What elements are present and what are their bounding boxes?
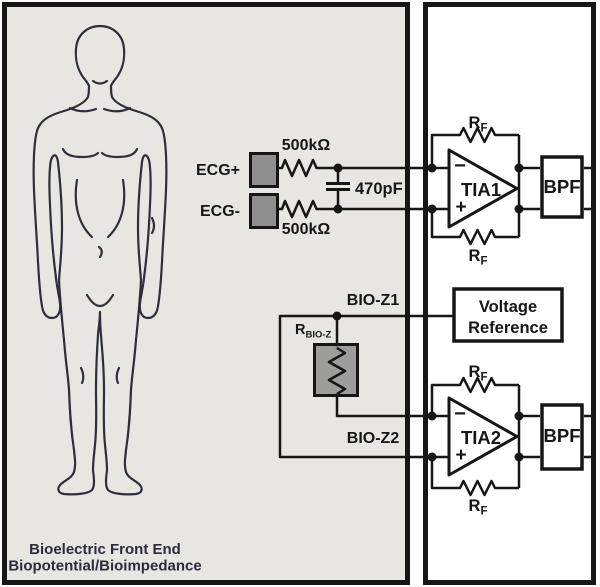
tia1-feedback-top [430,126,519,168]
rbioz-label-sub: BIO-Z [305,330,331,341]
junction-dot [427,452,437,462]
rf-label-main: R [469,247,481,265]
series-resistor-top-label: 500kΩ [282,137,331,154]
junction-dot [427,204,437,214]
tia2-noninverting-input-sign: + [455,445,466,466]
tia2-feedback-bottom [430,457,519,497]
rf-label-sub: F [480,123,487,135]
bpf2-label: BPF [544,425,581,446]
series-resistor-bottom-label: 500kΩ [282,221,331,238]
bpf1-label: BPF [544,176,581,197]
tia2-inverting-input-sign: − [454,403,466,425]
tia2-rf-top-label: RF [469,363,488,384]
body-panel [2,2,410,585]
rf-label-main: R [469,363,481,381]
title-line1: Bioelectric Front End [29,541,181,558]
tia1-channel: RF RF − + TIA1 BPF [427,114,593,268]
rf-label-sub: F [480,372,487,384]
junction-dot [514,452,524,462]
ecg-input-network: ECG+ ECG- 500kΩ 500kΩ 470pF [196,137,449,238]
junction-dot [514,411,524,421]
voltage-reference-line1: Voltage [479,298,537,316]
junction-dot [333,204,343,214]
bpf1-output-wires [584,166,593,211]
ecg-plus-electrode [249,152,279,188]
junction-dot [514,163,524,173]
ecg-minus-label: ECG- [200,203,240,220]
bioz2-label: BIO-Z2 [347,430,400,447]
tia2-label: TIA2 [461,427,501,448]
tia2-rf-bottom-label: RF [469,497,488,518]
tia1-label: TIA1 [461,179,501,200]
ecg-minus-wire [278,199,449,219]
tia1-inverting-input-sign: − [454,155,466,177]
voltage-reference: Voltage Reference [452,287,564,343]
capacitor-label: 470pF [355,180,403,198]
capacitor-plates [326,182,350,191]
bioz-network: BIO-Z1 BIO-Z2 RBIO-Z [278,292,454,459]
junction-dot [427,163,437,173]
tia1-rf-bottom-label: RF [469,247,488,268]
junction-dot [514,204,524,214]
human-body-outline [32,24,168,496]
rbioz-label-main: R [295,322,306,338]
rf-label-sub: F [480,256,487,268]
tia1-noninverting-input-sign: + [455,197,466,218]
tia2-feedback-top [430,376,519,416]
rf-label-main: R [469,114,481,132]
bpf1-box [540,155,584,219]
rbioz-label: RBIO-Z [295,322,332,341]
title-line2: Biopotential/Bioimpedance [8,558,201,575]
junction-dot [427,411,437,421]
panel-title: Bioelectric Front End Biopotential/Bioim… [8,541,201,575]
voltage-reference-box [452,287,564,343]
body-impedance-resistor [327,346,347,396]
rf-label-sub: F [480,506,487,518]
rf-label-main: R [469,497,481,515]
tia1-opamp-triangle [447,148,519,229]
bpf2-box [540,403,584,471]
tia2-channel: RF RF − + TIA2 BPF [427,363,593,518]
bpf2-output-wires [584,414,593,459]
ecg-plus-wire [278,158,449,178]
bioz1-label: BIO-Z1 [347,292,400,309]
tia1-feedback-bottom [430,209,519,246]
body-impedance-box [313,343,359,397]
ecg-minus-electrode [249,193,279,229]
ecg-plus-label: ECG+ [196,162,240,179]
bioz1-wire [278,314,454,459]
junction-dot [333,163,343,173]
voltage-reference-line2: Reference [468,319,548,337]
tia2-opamp-triangle [447,396,519,477]
tia1-rf-top-label: RF [469,114,488,135]
junction-dot [332,311,342,321]
